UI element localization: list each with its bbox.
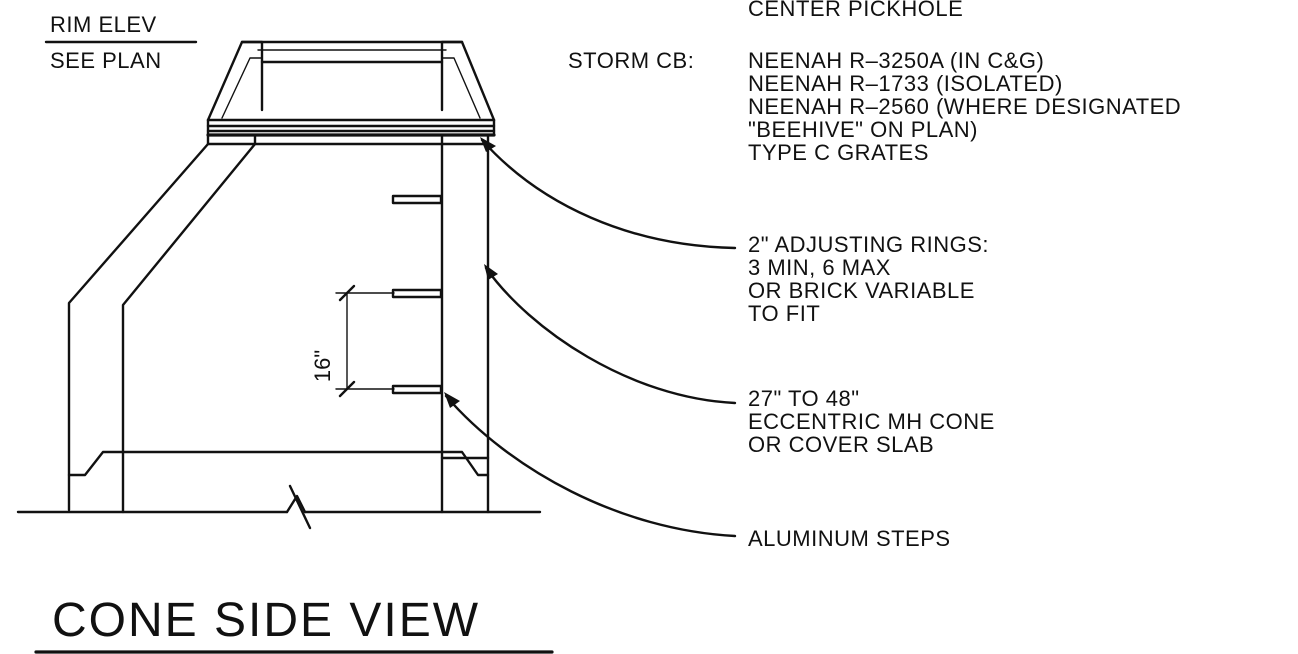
notes-panel: CENTER PICKHOLE STORM CB: NEENAH R–3250A… bbox=[568, 0, 1181, 551]
storm-cb-line-1: NEENAH R–3250A (IN C&G) bbox=[748, 48, 1044, 73]
cone-note-line-1: 27" TO 48" bbox=[748, 386, 860, 411]
base-slab bbox=[16, 450, 542, 530]
cone-note-line-2: ECCENTRIC MH CONE bbox=[748, 409, 995, 434]
aluminum-steps bbox=[391, 194, 443, 395]
rings-note-line-4: TO FIT bbox=[748, 301, 820, 326]
drawing-title: CONE SIDE VIEW bbox=[34, 594, 554, 654]
storm-cb-line-3: NEENAH R–2560 (WHERE DESIGNATED bbox=[748, 94, 1181, 119]
storm-cb-line-4: "BEEHIVE" ON PLAN) bbox=[748, 117, 978, 142]
center-pickhole-text: CENTER PICKHOLE bbox=[748, 0, 963, 21]
leader-arrow-cone bbox=[484, 264, 498, 280]
rim-elev-text: RIM ELEV bbox=[50, 12, 157, 37]
step-spacing-dimension: 16" bbox=[310, 284, 395, 398]
storm-cb-label: STORM CB: bbox=[568, 48, 694, 73]
see-plan-text: SEE PLAN bbox=[50, 48, 162, 73]
rings-note-line-3: OR BRICK VARIABLE bbox=[748, 278, 975, 303]
eccentric-cone bbox=[67, 133, 490, 514]
rim-elevation-label: RIM ELEV SEE PLAN bbox=[44, 12, 198, 73]
adjusting-rings bbox=[206, 118, 496, 137]
storm-cb-line-2: NEENAH R–1733 (ISOLATED) bbox=[748, 71, 1063, 96]
rings-note-line-2: 3 MIN, 6 MAX bbox=[748, 255, 891, 280]
dimension-16in: 16" bbox=[310, 350, 335, 382]
aluminum-steps-text: ALUMINUM STEPS bbox=[748, 526, 951, 551]
rings-note-line-1: 2" ADJUSTING RINGS: bbox=[748, 232, 989, 257]
leader-lines bbox=[444, 137, 737, 538]
leader-arrow-rings bbox=[480, 137, 496, 152]
storm-cb-line-5: TYPE C GRATES bbox=[748, 140, 929, 165]
title-text: CONE SIDE VIEW bbox=[52, 594, 480, 647]
frame-casting bbox=[206, 40, 496, 122]
cone-note-line-3: OR COVER SLAB bbox=[748, 432, 934, 457]
leader-arrow-steps bbox=[444, 392, 460, 408]
